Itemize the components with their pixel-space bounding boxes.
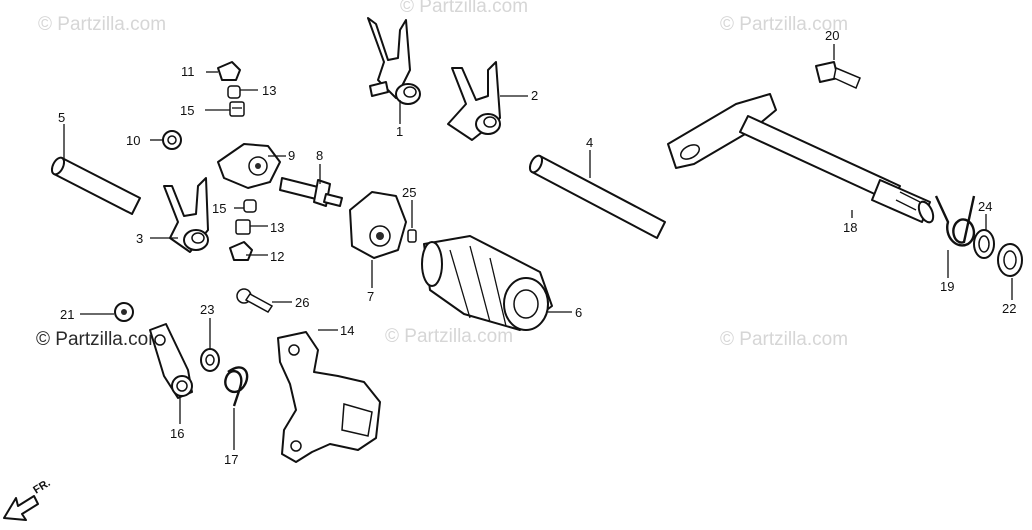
bearing-10 bbox=[162, 130, 182, 150]
bracket-plate bbox=[277, 331, 381, 463]
callout-20: 20 bbox=[825, 28, 839, 43]
callout-24: 24 bbox=[978, 199, 992, 214]
shift-drum bbox=[421, 235, 553, 331]
pivot-bolt bbox=[279, 177, 343, 207]
callout-2: 2 bbox=[531, 88, 538, 103]
watermark: © Partzilla.com bbox=[720, 329, 848, 350]
watermark-layer: © Partzilla.com © Partzilla.com © Partzi… bbox=[36, 0, 848, 350]
callout-17: 17 bbox=[224, 452, 238, 467]
callout-26: 26 bbox=[295, 295, 309, 310]
callout-22: 22 bbox=[1002, 301, 1016, 316]
callout-23: 23 bbox=[200, 302, 214, 317]
cam-plate bbox=[217, 143, 281, 189]
callout-5: 5 bbox=[58, 110, 65, 125]
shift-fork-right bbox=[447, 61, 501, 141]
leader-lines bbox=[63, 44, 1013, 450]
front-label: FR. bbox=[31, 477, 52, 497]
watermark: © Partzilla.com bbox=[38, 14, 166, 35]
callout-25: 25 bbox=[402, 185, 416, 200]
callout-6: 6 bbox=[575, 305, 582, 320]
callout-8: 8 bbox=[316, 148, 323, 163]
shift-fork-top bbox=[367, 17, 421, 105]
callout-19: 19 bbox=[940, 279, 954, 294]
bolt-26 bbox=[236, 288, 274, 313]
bolt-21 bbox=[114, 302, 134, 322]
watermark: © Partzilla.com bbox=[400, 0, 528, 17]
washer-23 bbox=[200, 348, 220, 372]
watermark: © Partzilla.com bbox=[720, 14, 848, 35]
small-parts-lower bbox=[229, 199, 257, 261]
callout-13-lower: 13 bbox=[270, 220, 284, 235]
callout-21: 21 bbox=[60, 307, 74, 322]
callout-15: 15 bbox=[180, 103, 194, 118]
guide-rod-left bbox=[50, 156, 141, 215]
callout-13: 13 bbox=[262, 83, 276, 98]
front-arrow-icon bbox=[3, 495, 39, 521]
collar-24 bbox=[973, 229, 995, 259]
callout-11: 11 bbox=[181, 64, 195, 79]
watermark: © Partzilla.com bbox=[36, 329, 164, 350]
front-direction-indicator: FR. bbox=[3, 477, 53, 521]
callout-labels: 1 2 3 4 5 6 7 8 9 10 11 12 13 13 14 15 1… bbox=[58, 28, 1016, 467]
callout-18: 18 bbox=[843, 220, 857, 235]
shift-fork-left bbox=[163, 177, 209, 253]
small-parts-upper bbox=[217, 61, 245, 117]
callout-12: 12 bbox=[270, 249, 284, 264]
guide-rod-center bbox=[528, 154, 666, 239]
pin-25 bbox=[407, 229, 417, 243]
callout-4: 4 bbox=[586, 135, 593, 150]
callout-1: 1 bbox=[396, 124, 403, 139]
shift-spindle bbox=[667, 93, 935, 224]
callout-14: 14 bbox=[340, 323, 354, 338]
spring-17 bbox=[224, 366, 249, 407]
return-spring bbox=[934, 195, 976, 247]
callout-3: 3 bbox=[136, 231, 143, 246]
callout-9: 9 bbox=[288, 148, 295, 163]
shift-drum-center bbox=[349, 191, 407, 259]
callout-16: 16 bbox=[170, 426, 184, 441]
stopper-arm bbox=[149, 323, 193, 399]
oil-seal-22 bbox=[997, 243, 1023, 277]
watermark: © Partzilla.com bbox=[385, 326, 513, 347]
callout-7: 7 bbox=[367, 289, 374, 304]
callout-10: 10 bbox=[126, 133, 140, 148]
bolt-20 bbox=[815, 61, 861, 90]
callout-15-lower: 15 bbox=[212, 201, 226, 216]
